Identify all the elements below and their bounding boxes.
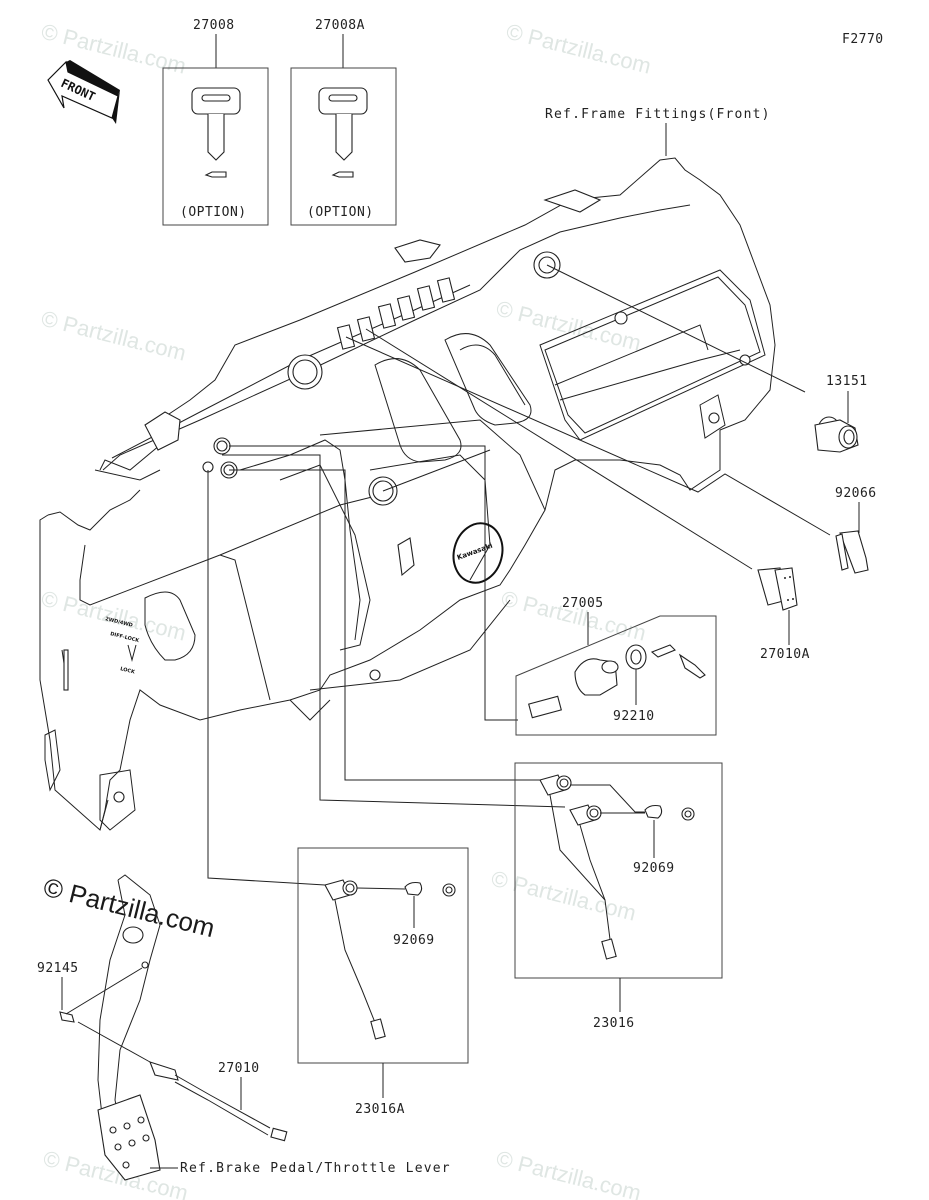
part-label-23016A: 23016A (355, 1102, 405, 1117)
part-13151: 13151 (814, 374, 868, 453)
watermark: © Partzilla.com (39, 306, 189, 366)
part-label-13151: 13151 (826, 374, 868, 389)
part-label-27008A: 27008A (315, 18, 365, 33)
part-92145: 92145 (37, 961, 151, 1063)
part-label-92066: 92066 (835, 486, 877, 501)
part-label-27008: 27008 (193, 18, 235, 33)
part-27005: 27005 (515, 596, 717, 736)
rocker-switch-icon (757, 567, 798, 611)
option-box-27008: 27008 (OPTION) (162, 18, 269, 226)
switch-slots (336, 277, 456, 350)
brake-switch-icon (149, 1061, 288, 1142)
watermark: © Partzilla.com (504, 19, 654, 79)
spring-icon (59, 1011, 75, 1023)
lamp-socket-icon (324, 879, 456, 1040)
ref-frame-fittings: Ref.Frame Fittings(Front) (545, 107, 771, 122)
ref-brake-pedal: Ref.Brake Pedal/Throttle Lever (180, 1161, 451, 1176)
watermark: © Partzilla.com (494, 1146, 644, 1200)
figure-id: F2770 (842, 32, 884, 47)
part-92210: 92210 (613, 669, 655, 724)
dashboard-panel: Kawasaki 2WD/4WD DIFF-LOCK LOCK (39, 157, 776, 831)
brake-pedal (97, 874, 161, 1181)
part-label-92210: 92210 (613, 709, 655, 724)
part-label-27010A: 27010A (760, 647, 810, 662)
svg-text:Kawasaki: Kawasaki (456, 542, 494, 562)
part-92066: 92066 (835, 486, 877, 574)
part-27010: 27010 (149, 1061, 288, 1142)
power-socket-icon (814, 416, 859, 453)
option-box-27008A: 27008A (OPTION) (290, 18, 397, 226)
ignition-switch-icon (528, 644, 706, 719)
option-note: (OPTION) (307, 205, 374, 220)
part-label-27010: 27010 (218, 1061, 260, 1076)
part-label-92069: 92069 (393, 933, 435, 948)
key-icon (318, 87, 368, 178)
part-27010A: 27010A (757, 567, 810, 662)
watermark: © Partzilla.com (499, 586, 649, 646)
watermark: © Partzilla.com (494, 296, 644, 356)
part-label-23016: 23016 (593, 1016, 635, 1031)
front-arrow-icon: FRONT (47, 60, 120, 124)
part-label-27005: 27005 (562, 596, 604, 611)
watermark: © Partzilla.com (489, 866, 639, 926)
part-23016 (514, 762, 723, 979)
switch-cover-icon (835, 530, 869, 574)
key-icon (191, 87, 241, 178)
svg-text:LOCK: LOCK (120, 666, 137, 676)
leader-lines (207, 264, 831, 886)
part-23016A (297, 847, 469, 1064)
option-note: (OPTION) (180, 205, 247, 220)
part-label-92145: 92145 (37, 961, 79, 976)
part-label-92069: 92069 (633, 861, 675, 876)
